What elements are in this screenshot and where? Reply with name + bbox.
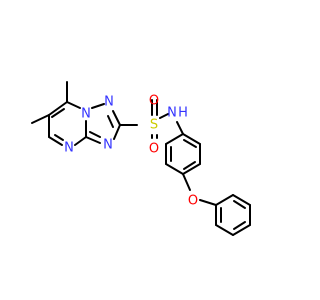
bond-ring-b-4 (232, 224, 251, 236)
atom-h: H (178, 106, 188, 121)
bond-n1-n2 (91, 103, 105, 109)
bond-c5-n4 (48, 136, 63, 146)
atom-labels: N N N N N H S O O O (64, 94, 198, 209)
bond-methyl-bottom (31, 114, 50, 124)
bond-ring-a-inner-1 (183, 139, 197, 148)
atom-nh: N (167, 106, 177, 121)
bond-n3-c3a-double (89, 131, 101, 138)
bond-ring-a-6 (165, 133, 184, 145)
atom-n2: N (104, 95, 114, 110)
bond-n3-c3a (85, 136, 101, 144)
bond-c7-c6 (48, 101, 68, 116)
atom-o-ether: O (188, 194, 198, 209)
chemical-structure: N N N N N H S O O O (31, 81, 251, 236)
bond-ring-b-5 (215, 224, 234, 236)
bond-c5-n4-double (54, 134, 64, 141)
bond-n1-c7 (66, 101, 81, 109)
bond-ring-a-1 (182, 133, 201, 145)
bond-c7-c6-double (51, 108, 65, 118)
bond-ring-a-4 (165, 163, 184, 175)
bonds (31, 81, 251, 236)
atom-o-bottom: O (149, 142, 159, 157)
bond-n2-c2 (112, 110, 121, 126)
bond-n2-c2-double (107, 115, 114, 128)
bond-n4-c3a (74, 136, 87, 146)
bond-ring-a-inner-2 (183, 161, 196, 170)
bond-ring-b-inner-2 (233, 221, 246, 230)
atom-n1: N (81, 107, 91, 122)
bond-o-c1prime (199, 199, 217, 206)
atom-o-top: O (149, 94, 159, 109)
bond-c4-o (182, 173, 191, 191)
bond-ring-b-1 (215, 194, 234, 206)
atom-n4: N (64, 141, 74, 156)
bond-nh-c1 (176, 121, 184, 135)
bond-ring-a-3 (182, 163, 201, 175)
bond-ring-b-2 (232, 194, 251, 206)
bond-s-nh (159, 113, 169, 119)
atom-s: S (150, 118, 158, 133)
atom-n3: N (103, 138, 113, 153)
bond-c2-n3 (113, 124, 121, 140)
bond-ring-b-inner-1 (233, 200, 246, 209)
